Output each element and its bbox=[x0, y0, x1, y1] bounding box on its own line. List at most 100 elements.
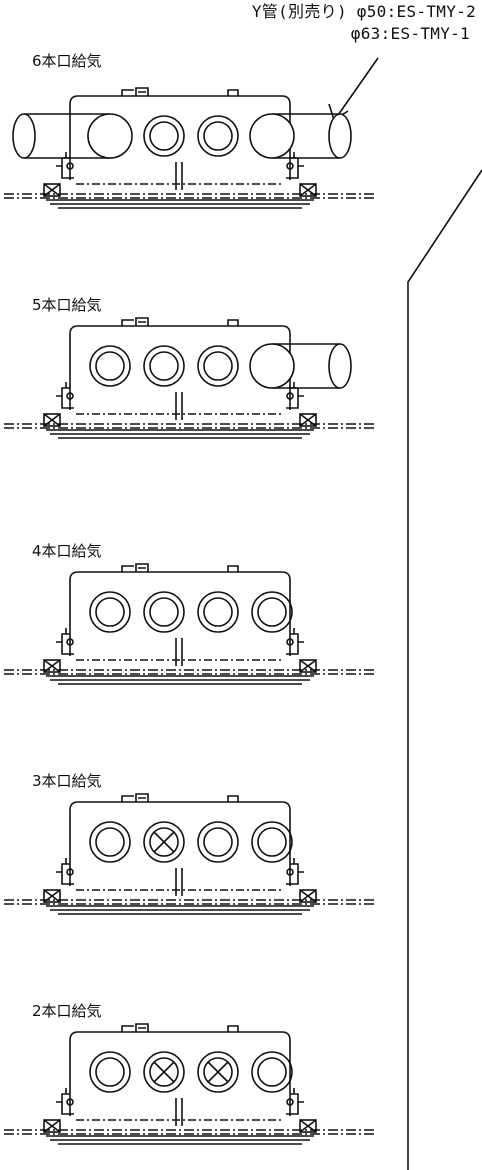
top-tab bbox=[227, 319, 239, 326]
right-bolt bbox=[286, 162, 294, 170]
panel-grille bbox=[46, 429, 314, 439]
top-bracket bbox=[121, 317, 149, 326]
right-hanger-box bbox=[299, 413, 317, 427]
y-pipe-icon bbox=[249, 113, 352, 159]
open-port-icon bbox=[143, 115, 185, 157]
section-label: 5本口給気 bbox=[32, 296, 102, 314]
right-hanger-box bbox=[299, 659, 317, 673]
drain-pipe bbox=[175, 392, 183, 420]
unit-drawing bbox=[4, 563, 376, 685]
left-bolt bbox=[66, 392, 74, 400]
casing-outline bbox=[69, 325, 291, 410]
open-port-icon bbox=[89, 345, 131, 387]
right-hanger-cross bbox=[299, 183, 317, 197]
open-port-icon bbox=[251, 821, 293, 863]
unit-drawing bbox=[4, 1023, 376, 1145]
leader-line bbox=[335, 57, 379, 119]
right-hanger-box bbox=[299, 183, 317, 197]
left-hanger-box bbox=[43, 659, 61, 673]
open-port-icon bbox=[143, 591, 185, 633]
y-pipe-icon bbox=[12, 113, 133, 159]
top-tab bbox=[227, 795, 239, 802]
top-bracket bbox=[121, 793, 149, 802]
y-pipe-note-line1: Y管(別売り) φ50:ES-TMY-2 bbox=[251, 2, 476, 21]
top-tab bbox=[227, 89, 239, 96]
right-frame-outline bbox=[407, 169, 482, 1170]
right-hook bbox=[286, 1088, 304, 1115]
right-bolt bbox=[286, 868, 294, 876]
unit-drawing bbox=[4, 317, 376, 439]
y-pipe-note-line2: φ63:ES-TMY-1 bbox=[350, 24, 470, 43]
y-pipe-icon bbox=[249, 343, 352, 389]
right-hanger-box bbox=[299, 889, 317, 903]
open-port-icon bbox=[197, 821, 239, 863]
left-hanger-box bbox=[43, 413, 61, 427]
section-label: 6本口給気 bbox=[32, 52, 102, 70]
right-bolt bbox=[286, 392, 294, 400]
left-hanger-box bbox=[43, 1119, 61, 1133]
closed-port-icon bbox=[143, 1051, 185, 1093]
unit-drawing bbox=[4, 87, 376, 209]
panel-grille bbox=[46, 199, 314, 209]
open-port-icon bbox=[251, 591, 293, 633]
panel-grille bbox=[46, 675, 314, 685]
left-hook bbox=[56, 152, 74, 179]
right-bolt bbox=[286, 1098, 294, 1106]
open-port-icon bbox=[89, 1051, 131, 1093]
left-hanger-cross bbox=[43, 183, 61, 197]
right-hanger-cross bbox=[299, 1119, 317, 1133]
left-hook bbox=[56, 628, 74, 655]
drain-pipe bbox=[175, 1098, 183, 1126]
right-hanger-cross bbox=[299, 413, 317, 427]
left-hook bbox=[56, 382, 74, 409]
open-port-icon bbox=[251, 1051, 293, 1093]
open-port-icon bbox=[197, 345, 239, 387]
casing-outline bbox=[69, 801, 291, 886]
top-tab bbox=[227, 565, 239, 572]
right-hook bbox=[286, 858, 304, 885]
top-tab bbox=[227, 1025, 239, 1032]
left-hanger-cross bbox=[43, 1119, 61, 1133]
left-bolt bbox=[66, 638, 74, 646]
open-port-icon bbox=[197, 115, 239, 157]
panel-grille bbox=[46, 1135, 314, 1145]
right-hanger-box bbox=[299, 1119, 317, 1133]
open-port-icon bbox=[197, 591, 239, 633]
section-label: 2本口給気 bbox=[32, 1002, 102, 1020]
left-hanger-cross bbox=[43, 889, 61, 903]
right-hanger-cross bbox=[299, 659, 317, 673]
section-label: 4本口給気 bbox=[32, 542, 102, 560]
section-label: 3本口給気 bbox=[32, 772, 102, 790]
right-hook bbox=[286, 152, 304, 179]
left-hook bbox=[56, 858, 74, 885]
right-bolt bbox=[286, 638, 294, 646]
open-port-icon bbox=[143, 345, 185, 387]
y-pipe-note: Y管(別売り) φ50:ES-TMY-2 φ63:ES-TMY-1 bbox=[176, 2, 476, 46]
drain-pipe bbox=[175, 638, 183, 666]
drain-pipe bbox=[175, 162, 183, 190]
right-hook bbox=[286, 628, 304, 655]
left-hanger-cross bbox=[43, 659, 61, 673]
closed-port-icon bbox=[143, 821, 185, 863]
casing-outline bbox=[69, 95, 291, 180]
panel-grille bbox=[46, 905, 314, 915]
top-bracket bbox=[121, 1023, 149, 1032]
right-hanger-cross bbox=[299, 889, 317, 903]
left-hanger-box bbox=[43, 889, 61, 903]
casing-outline bbox=[69, 571, 291, 656]
casing-outline bbox=[69, 1031, 291, 1116]
left-bolt bbox=[66, 162, 74, 170]
left-bolt bbox=[66, 868, 74, 876]
open-port-icon bbox=[89, 591, 131, 633]
right-hook bbox=[286, 382, 304, 409]
closed-port-icon bbox=[197, 1051, 239, 1093]
left-hook bbox=[56, 1088, 74, 1115]
drain-pipe bbox=[175, 868, 183, 896]
left-bolt bbox=[66, 1098, 74, 1106]
left-hanger-box bbox=[43, 183, 61, 197]
open-port-icon bbox=[89, 821, 131, 863]
top-bracket bbox=[121, 563, 149, 572]
top-bracket bbox=[121, 87, 149, 96]
unit-drawing bbox=[4, 793, 376, 915]
left-hanger-cross bbox=[43, 413, 61, 427]
